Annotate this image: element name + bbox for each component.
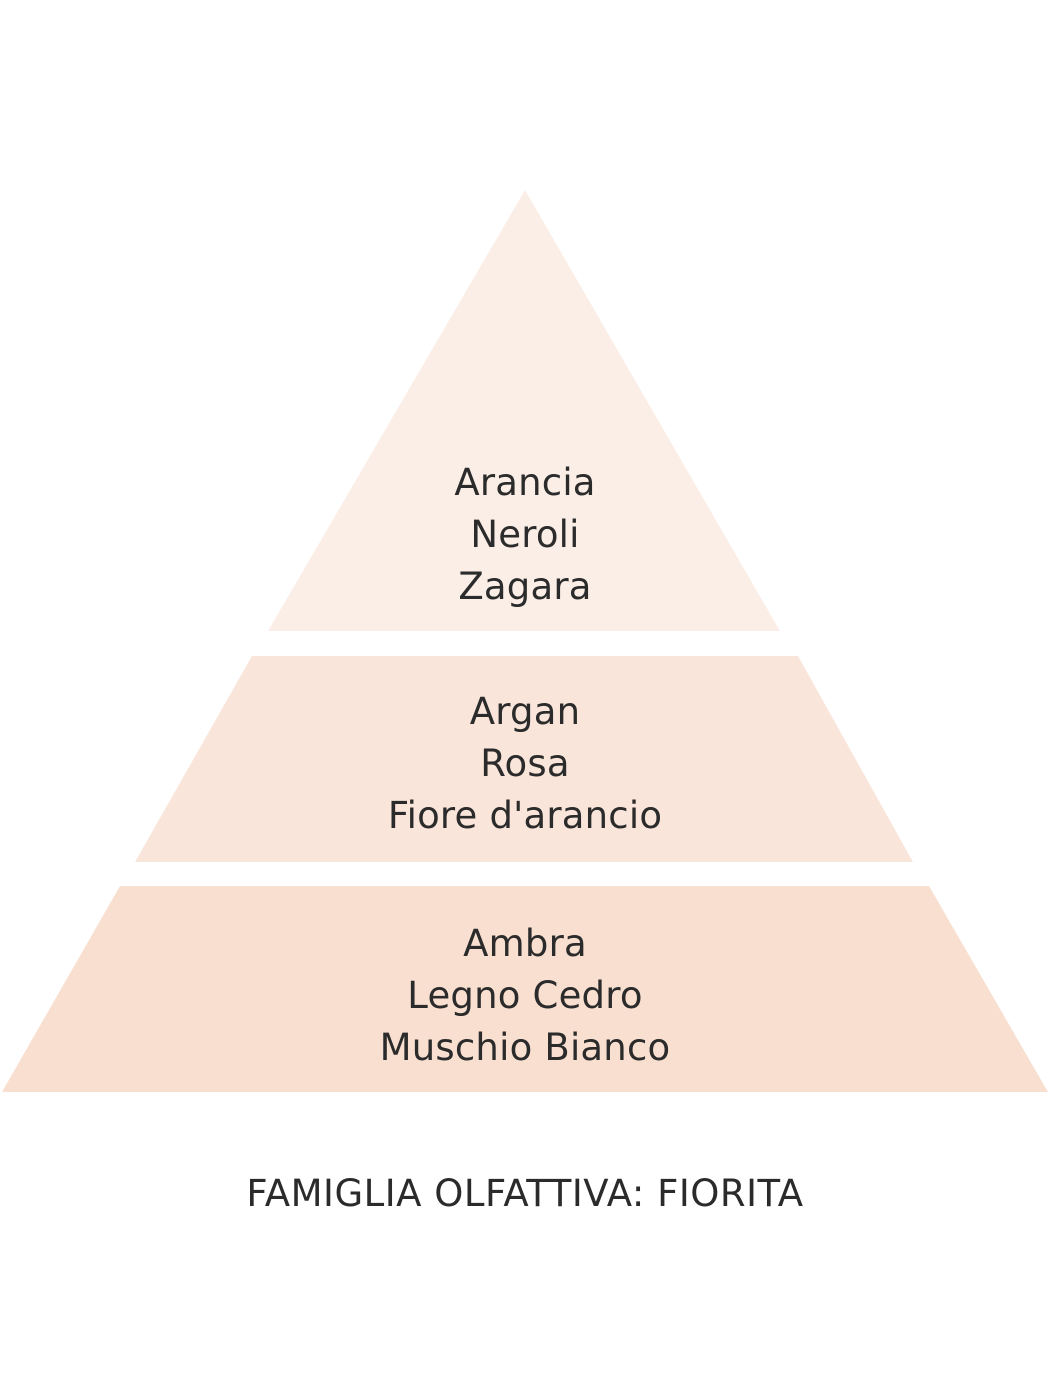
note-item: Neroli — [470, 513, 580, 556]
olfactory-family-label: FAMIGLIA OLFATTIVA: FIORITA — [246, 1172, 804, 1215]
note-item: Zagara — [458, 565, 592, 608]
base-notes-list: Ambra Legno Cedro Muschio Bianco — [0, 918, 1050, 1074]
note-item: Fiore d'arancio — [387, 794, 663, 837]
top-notes-list: Arancia Neroli Zagara — [0, 457, 1050, 613]
pyramid-tier-middle — [135, 656, 913, 862]
pyramid-tier-bottom — [2, 886, 1048, 1092]
note-item: Argan — [469, 690, 581, 733]
note-item: Muschio Bianco — [379, 1026, 671, 1069]
note-item: Legno Cedro — [407, 974, 643, 1017]
heart-notes-list: Argan Rosa Fiore d'arancio — [0, 686, 1050, 842]
note-item: Ambra — [463, 922, 587, 965]
pyramid-tier-top — [268, 190, 780, 631]
note-item: Rosa — [480, 742, 570, 785]
note-item: Arancia — [454, 461, 596, 504]
